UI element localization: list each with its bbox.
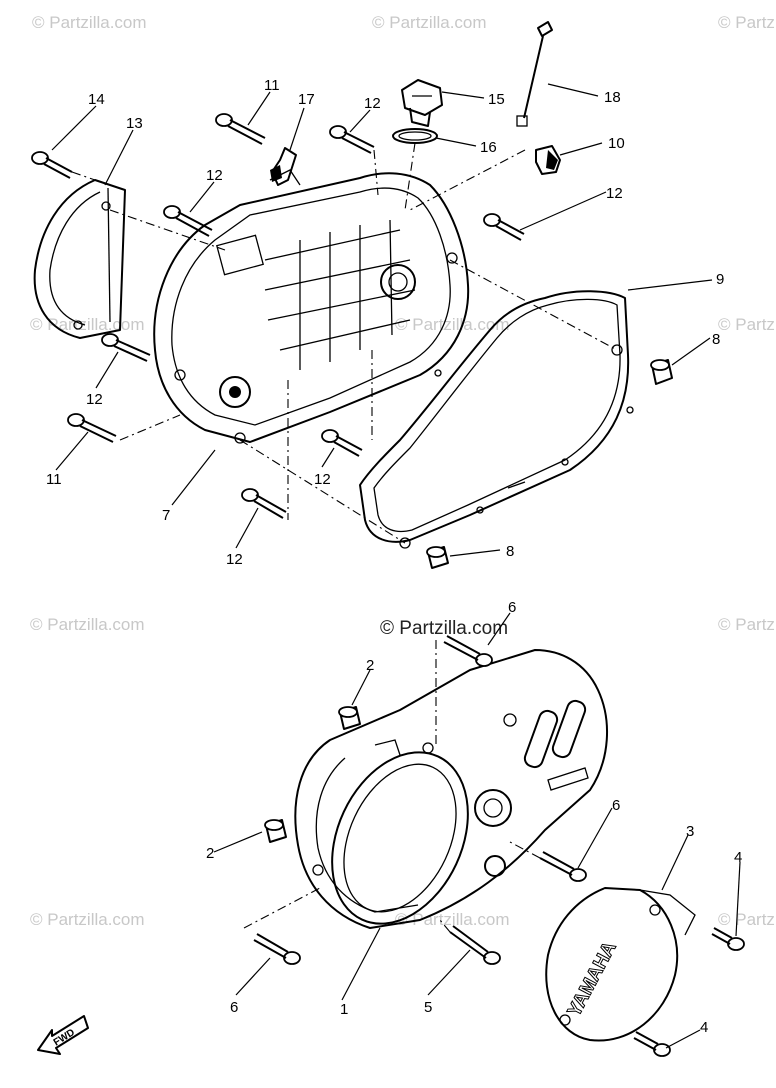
watermark: © Partzilla.com bbox=[30, 910, 145, 929]
callout-10: 10 bbox=[608, 135, 625, 152]
watermark: © Partzilla.com bbox=[395, 315, 510, 334]
watermark: © Partzilla.com bbox=[32, 13, 147, 32]
watermark: © Partzilla.com bbox=[718, 910, 776, 929]
part-16-o-ring bbox=[392, 128, 438, 144]
callout-12: 12 bbox=[226, 551, 243, 568]
watermark-layer: © Partzilla.com © Partzilla.com © Partzi… bbox=[30, 13, 776, 929]
watermark: © Partzilla.com bbox=[30, 615, 145, 634]
watermark-main: © Partzilla.com bbox=[380, 618, 508, 639]
callout-2: 2 bbox=[206, 845, 214, 862]
callout-3: 3 bbox=[686, 823, 694, 840]
callout-18: 18 bbox=[604, 89, 621, 106]
screw-11-bottom bbox=[67, 413, 117, 443]
screw-11-top bbox=[215, 113, 266, 145]
assembly-lines-bottom bbox=[243, 640, 541, 933]
callout-5: 5 bbox=[424, 999, 432, 1016]
callout-6: 6 bbox=[612, 797, 620, 814]
callout-labels: 14 13 11 17 12 12 15 18 16 10 12 9 8 12 … bbox=[46, 77, 742, 1036]
screw-4-top bbox=[711, 927, 745, 951]
assembly-lines-top bbox=[71, 142, 618, 544]
leader-lines bbox=[51, 83, 741, 1049]
callout-12: 12 bbox=[314, 471, 331, 488]
callout-12: 12 bbox=[364, 95, 381, 112]
callout-6: 6 bbox=[508, 599, 516, 616]
screw-12-right bbox=[483, 213, 525, 241]
part-8-dowel-top bbox=[650, 359, 673, 385]
screw-6-right bbox=[539, 851, 587, 882]
callout-2: 2 bbox=[366, 657, 374, 674]
callout-11: 11 bbox=[264, 77, 280, 94]
callout-8: 8 bbox=[712, 331, 720, 348]
part-17-clamp bbox=[270, 147, 297, 186]
screw-4-bottom bbox=[633, 1031, 671, 1057]
callout-4: 4 bbox=[700, 1019, 708, 1036]
screw-12-bottom-center bbox=[321, 429, 363, 457]
screw-12-top-center bbox=[329, 125, 375, 154]
screw-6-top bbox=[443, 635, 493, 667]
part-10-grommet bbox=[535, 145, 561, 175]
screw-12-bottom-left bbox=[241, 488, 287, 519]
callout-12: 12 bbox=[606, 185, 623, 202]
screw-14 bbox=[31, 151, 73, 179]
screw-12-left-mid bbox=[101, 333, 151, 362]
part-2-dowel-left bbox=[264, 819, 287, 843]
callout-9: 9 bbox=[716, 271, 724, 288]
callout-11: 11 bbox=[46, 471, 62, 488]
watermark: © Partzilla.com bbox=[395, 910, 510, 929]
fwd-arrow-icon: FWD bbox=[37, 1015, 89, 1055]
watermark: © Partzilla.com bbox=[718, 615, 776, 634]
yamaha-logo-text: YAMAHA bbox=[564, 938, 621, 1020]
callout-12: 12 bbox=[206, 167, 223, 184]
callout-8: 8 bbox=[506, 543, 514, 560]
callout-13: 13 bbox=[126, 115, 143, 132]
callout-4: 4 bbox=[734, 849, 742, 866]
fwd-label: FWD bbox=[52, 1027, 77, 1048]
callout-6: 6 bbox=[230, 999, 238, 1016]
part-18-dipstick bbox=[516, 21, 553, 127]
part-13-small-cover bbox=[33, 179, 126, 339]
watermark: © Partzilla.com bbox=[372, 13, 487, 32]
screw-12-top-left bbox=[163, 205, 213, 237]
callout-17: 17 bbox=[298, 91, 315, 108]
watermark: © Partzilla.com bbox=[718, 315, 776, 334]
part-1-crankcase-cover bbox=[294, 649, 608, 929]
part-3-outer-cover: YAMAHA bbox=[545, 887, 696, 1042]
watermark: © Partzilla.com bbox=[718, 13, 776, 32]
screw-6-bottom bbox=[253, 933, 301, 965]
callout-1: 1 bbox=[340, 1001, 348, 1018]
part-8-dowel-bottom bbox=[426, 546, 449, 569]
part-7-crankcase-cover bbox=[153, 169, 470, 444]
callout-7: 7 bbox=[162, 507, 170, 524]
callout-15: 15 bbox=[488, 91, 505, 108]
callout-14: 14 bbox=[88, 91, 105, 108]
callout-12: 12 bbox=[86, 391, 103, 408]
part-15-filler-cap bbox=[401, 79, 443, 127]
part-2-dowel-top bbox=[338, 706, 361, 730]
part-9-gasket bbox=[359, 290, 634, 549]
screw-5 bbox=[449, 925, 501, 965]
callout-16: 16 bbox=[480, 139, 497, 156]
